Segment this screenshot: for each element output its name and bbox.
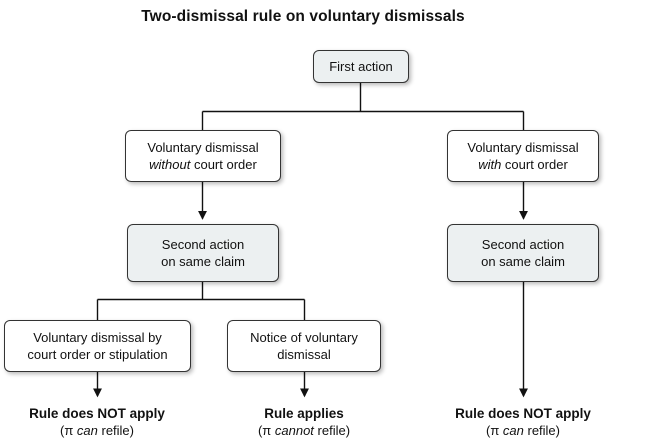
- node-first-action: First action: [313, 50, 409, 83]
- node-label-line2: with court order: [478, 156, 568, 173]
- italic-word: can: [502, 423, 524, 438]
- outcome-subtext: (π can refile): [423, 423, 623, 439]
- outcome-rule-applies: Rule applies (π cannot refile): [204, 406, 404, 439]
- node-label-line1: Voluntary dismissal: [147, 140, 259, 155]
- node-label-line1: Second action: [161, 237, 245, 252]
- italic-word: can: [76, 423, 98, 438]
- outcome-subtext: (π can refile): [0, 423, 197, 439]
- node-voluntary-dismissal-with-court-order: Voluntary dismissal with court order: [447, 130, 599, 182]
- node-label-line2: on same claim: [481, 254, 565, 269]
- node-label-line1: Voluntary dismissal by: [33, 330, 162, 345]
- node-label-line2: on same claim: [161, 254, 245, 269]
- node-second-action-left: Second action on same claim: [127, 224, 279, 282]
- italic-word: without: [149, 157, 191, 172]
- paren-open: (π: [257, 423, 275, 438]
- node-label-line1: Second action: [481, 237, 565, 252]
- outcome-subtext: (π cannot refile): [204, 423, 404, 439]
- page-title: Two-dismissal rule on voluntary dismissa…: [141, 8, 465, 25]
- italic-word: with: [478, 157, 502, 172]
- outcome-rule-does-not-apply-left: Rule does NOT apply (π can refile): [0, 406, 197, 439]
- node-label-line1: Notice of voluntary: [250, 330, 358, 345]
- node-label-line2: without court order: [149, 156, 257, 173]
- node-label-line2: dismissal: [277, 347, 331, 362]
- rest-of-line: court order: [501, 157, 568, 172]
- paren-open: (π: [59, 423, 77, 438]
- outcome-rule-does-not-apply-right: Rule does NOT apply (π can refile): [423, 406, 623, 439]
- node-voluntary-dismissal-by-court-order-or-stipulation: Voluntary dismissal by court order or st…: [4, 320, 191, 372]
- paren-close: refile): [313, 423, 351, 438]
- paren-close: refile): [523, 423, 560, 438]
- outcome-heading: Rule does NOT apply: [29, 406, 165, 421]
- rest-of-line: court order: [190, 157, 257, 172]
- node-label-line1: Voluntary dismissal: [467, 140, 579, 155]
- italic-word: cannot: [274, 423, 314, 438]
- node-voluntary-dismissal-without-court-order: Voluntary dismissal without court order: [125, 130, 281, 182]
- paren-close: refile): [97, 423, 134, 438]
- node-label: First action: [329, 59, 393, 74]
- node-label-line2: court order or stipulation: [27, 347, 168, 362]
- outcome-heading: Rule does NOT apply: [455, 406, 591, 421]
- outcome-heading: Rule applies: [264, 406, 344, 421]
- paren-open: (π: [485, 423, 503, 438]
- node-notice-of-voluntary-dismissal: Notice of voluntary dismissal: [227, 320, 381, 372]
- node-second-action-right: Second action on same claim: [447, 224, 599, 282]
